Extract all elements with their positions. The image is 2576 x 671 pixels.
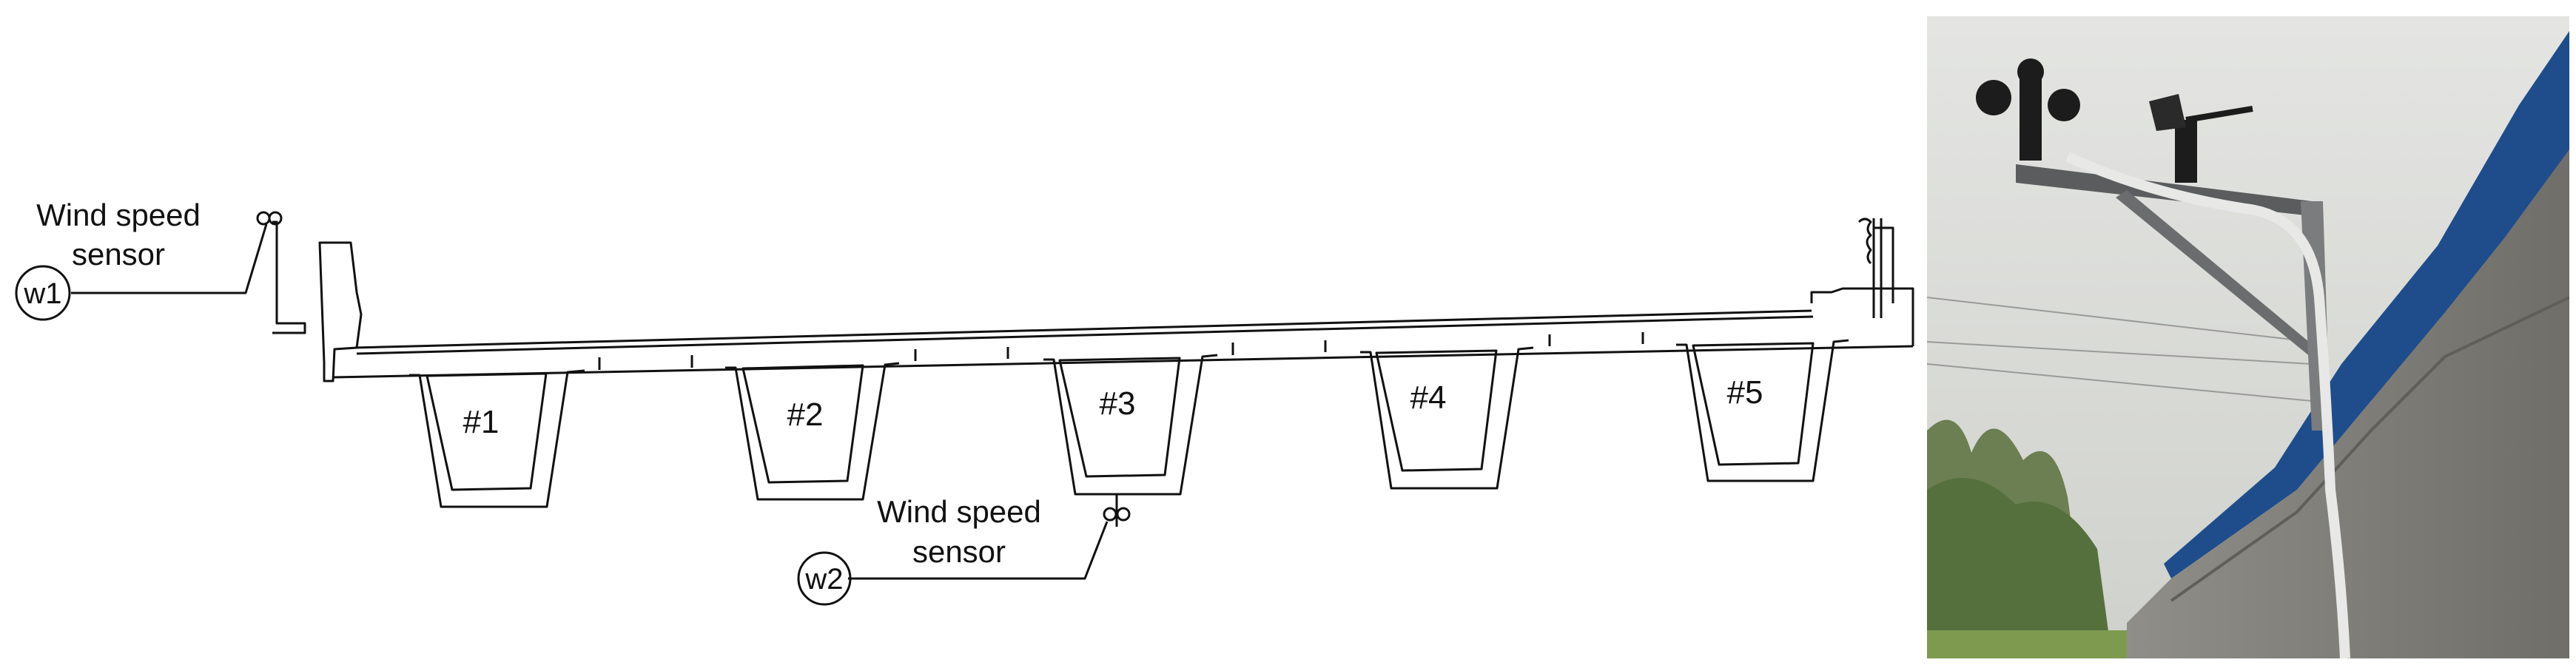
photo-vane-body bbox=[2175, 120, 2197, 183]
girder-label-2: #2 bbox=[787, 397, 824, 433]
photo-anemometer-cup-top bbox=[2017, 58, 2044, 85]
girder-3-outline bbox=[1043, 354, 1218, 496]
w1-tag-text: w1 bbox=[23, 277, 61, 310]
girder-label-4: #4 bbox=[1410, 380, 1447, 416]
girder-4-outline bbox=[1360, 346, 1534, 490]
w1-sensor-symbol-a bbox=[256, 211, 271, 226]
photo-anemometer-cup-left bbox=[1976, 80, 2011, 115]
girder-1-outline bbox=[409, 369, 585, 508]
photo-vane-arm bbox=[2185, 106, 2253, 123]
photo-trees-2 bbox=[1927, 478, 2112, 658]
photo-cable bbox=[2065, 152, 2350, 658]
girder-2-cell bbox=[741, 364, 864, 484]
photo-barrier-wall bbox=[2127, 149, 2569, 658]
girder-label-3: #3 bbox=[1100, 385, 1136, 422]
girder-1-cell bbox=[426, 372, 548, 491]
girder-5-outline bbox=[1676, 339, 1849, 482]
w2-sensor-symbol-a bbox=[1103, 507, 1117, 522]
photo-grass bbox=[1927, 630, 2149, 658]
photo-vane-fin bbox=[2149, 94, 2186, 131]
girder-label-5: #5 bbox=[1727, 374, 1763, 411]
deck-top-line-2 bbox=[356, 315, 1814, 355]
photo-anemometer-body bbox=[2020, 75, 2042, 161]
w2-label-line1: Wind speed bbox=[877, 494, 1041, 529]
deck-bottom-line bbox=[332, 345, 1914, 379]
left-parapet bbox=[318, 241, 363, 382]
w2-sensor-symbol-b bbox=[1116, 507, 1131, 522]
girder-3-cell bbox=[1058, 357, 1181, 478]
photo-wall-groove bbox=[2170, 296, 2569, 602]
diaphragm-joints bbox=[598, 332, 1644, 370]
right-parapet bbox=[1810, 287, 1914, 346]
w1-leader-line bbox=[71, 223, 268, 294]
w2-tag-text: w2 bbox=[804, 563, 843, 596]
photo-bracket-brace bbox=[2116, 190, 2327, 364]
girder-2-outline bbox=[725, 362, 900, 501]
deck-top-line bbox=[354, 309, 1812, 349]
bridge-cross-section-drawing: Wind speed sensor w1 Wind speed sensor w… bbox=[15, 198, 1914, 606]
anemometer-on-bracket-photo bbox=[1927, 16, 2569, 658]
w1-sensor-symbol-b bbox=[268, 211, 283, 226]
w2-leader-line bbox=[848, 521, 1109, 580]
right-sensor-icon bbox=[1857, 218, 1872, 265]
girder-4-cell bbox=[1375, 349, 1498, 472]
w1-tag-circle bbox=[15, 265, 71, 321]
w1-label-line1: Wind speed bbox=[36, 198, 201, 232]
right-sensor-mast bbox=[1872, 218, 1894, 318]
girder-5-cell bbox=[1692, 342, 1815, 466]
girder-label-1: #1 bbox=[463, 404, 500, 440]
w1-label-line2: sensor bbox=[72, 237, 165, 272]
w2-tag-circle bbox=[797, 551, 852, 606]
left-sensor-mast bbox=[272, 220, 306, 334]
photo-anemometer-cup-right bbox=[2048, 89, 2080, 121]
w2-label-line2: sensor bbox=[912, 534, 1006, 569]
photo-wires bbox=[1927, 297, 2313, 402]
